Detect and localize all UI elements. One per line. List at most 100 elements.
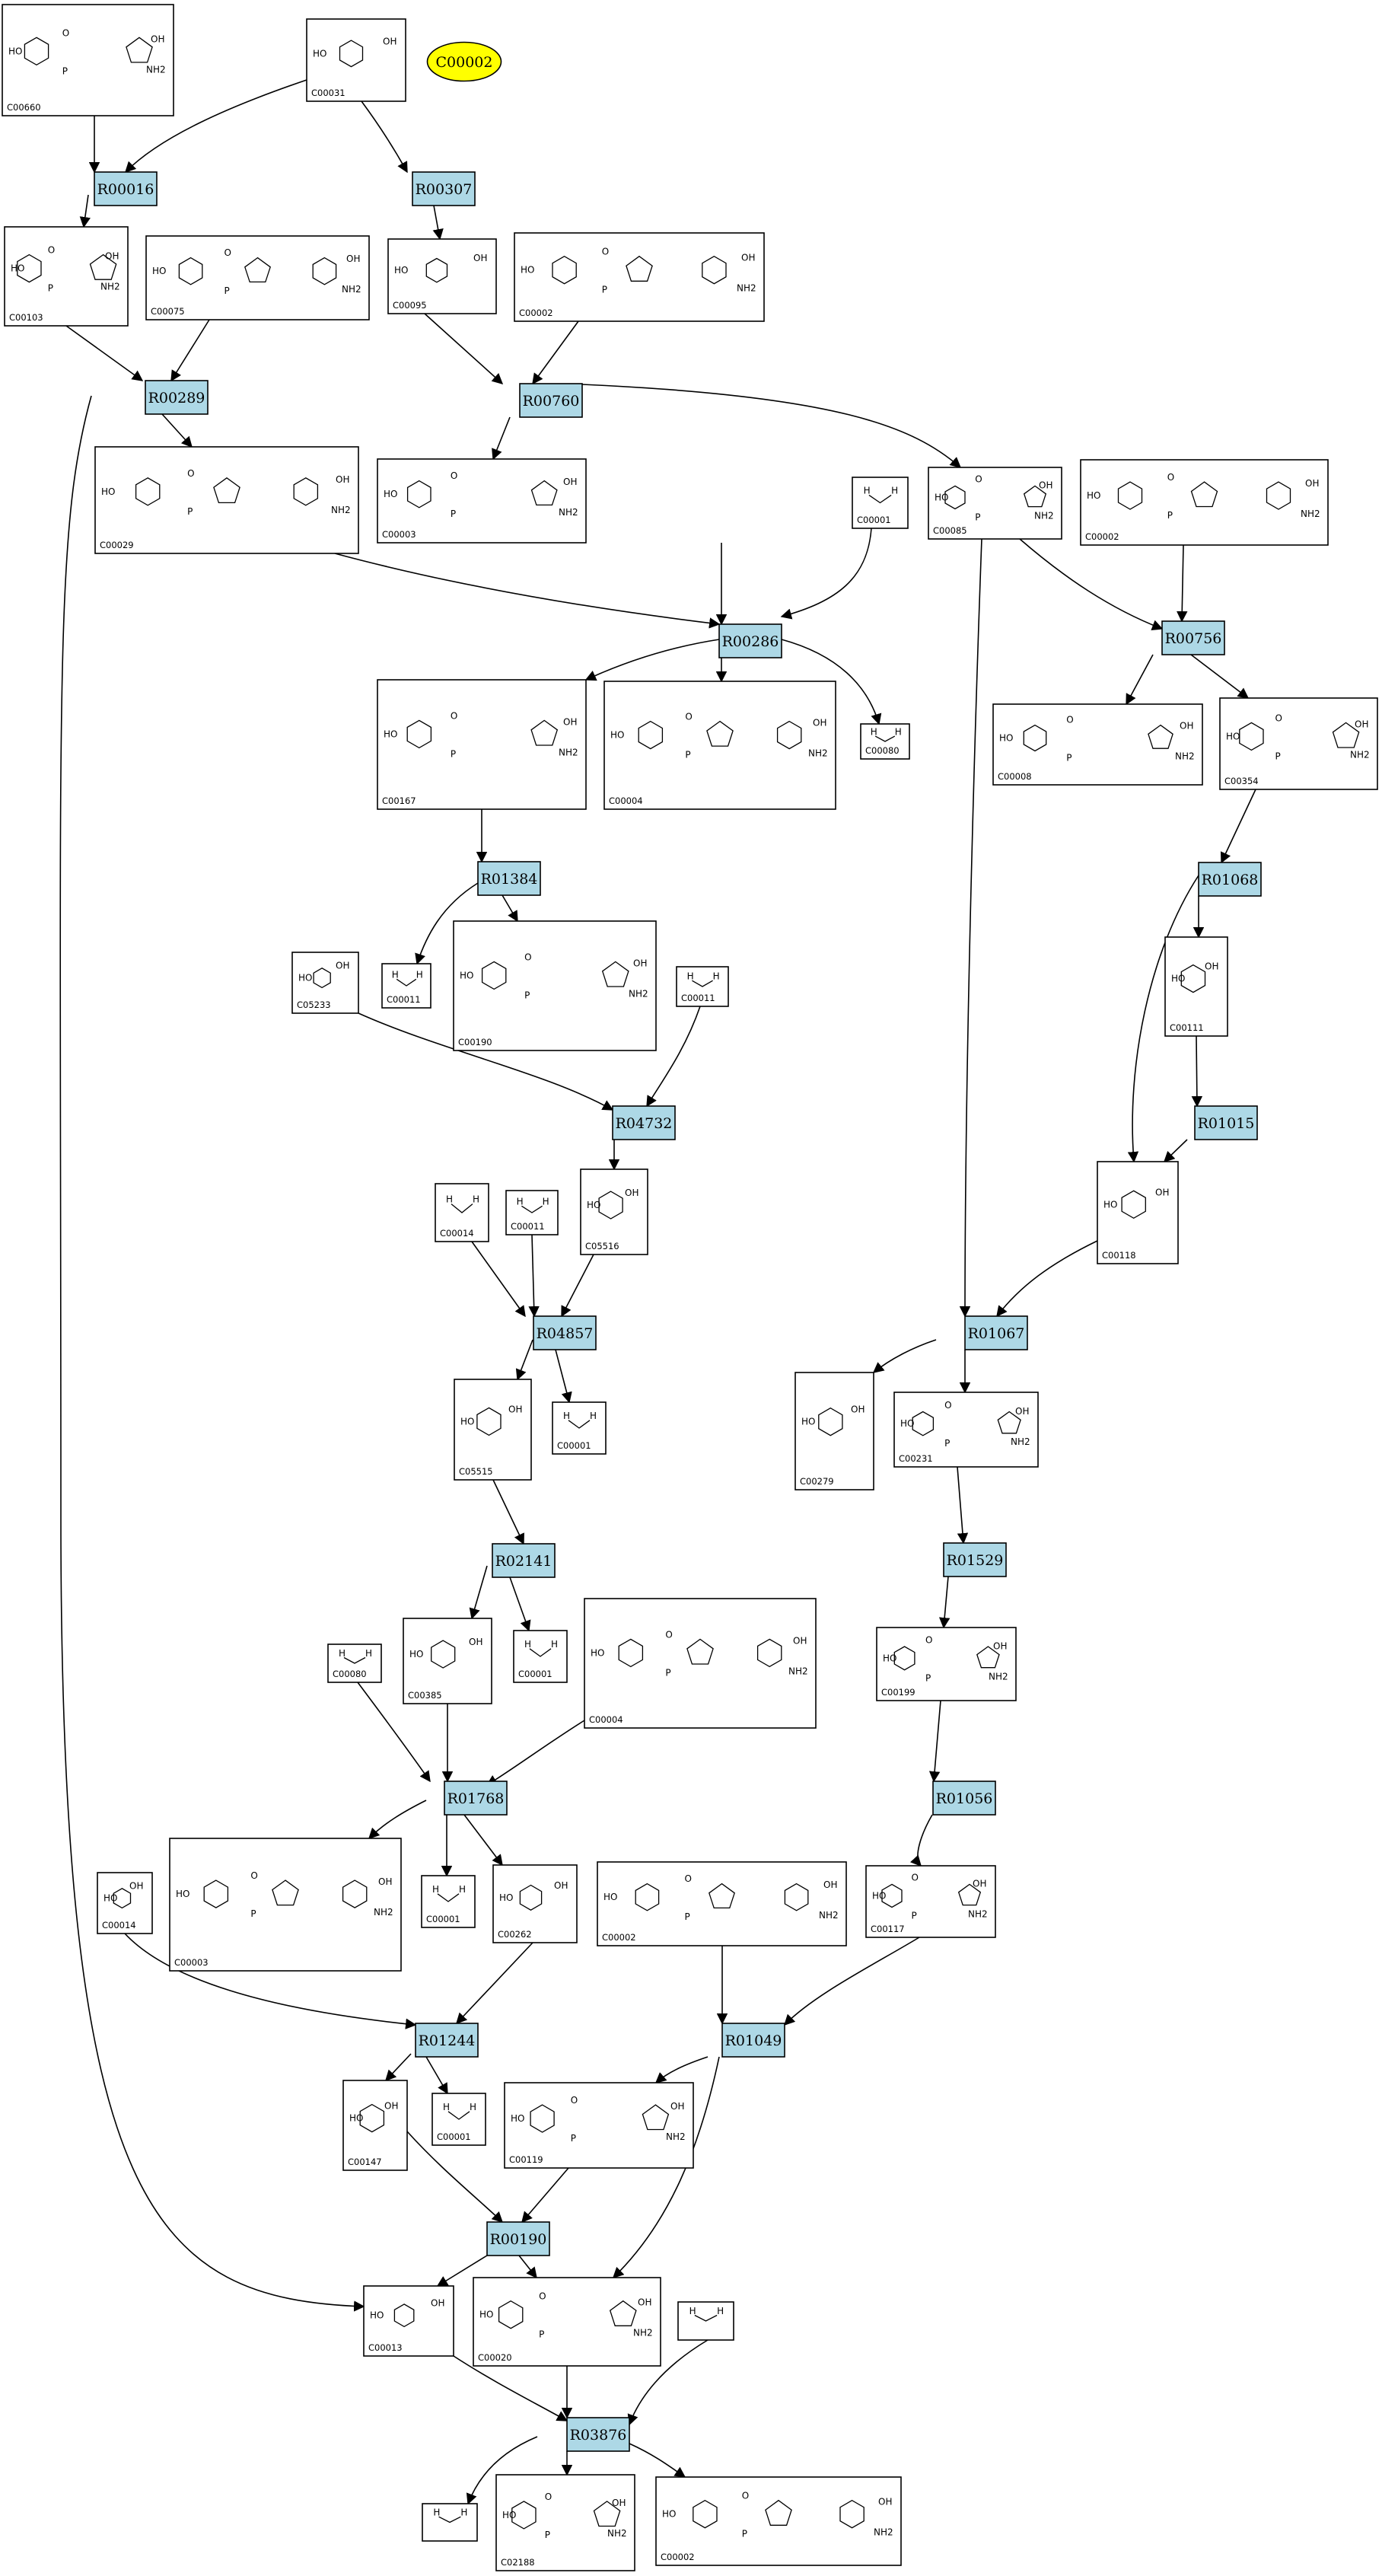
reaction-box[interactable] [533, 1315, 597, 1350]
reaction-node[interactable]: R01529 [943, 1542, 1007, 1577]
compound-box[interactable] [1080, 459, 1329, 546]
compound-box[interactable] [1097, 1161, 1179, 1264]
reaction-box[interactable] [145, 380, 209, 415]
compound-box[interactable] [94, 446, 359, 554]
compound-box[interactable] [291, 952, 359, 1014]
reaction-node[interactable]: R01244 [415, 2023, 479, 2058]
compound-box[interactable] [4, 226, 129, 327]
compound-box[interactable] [505, 1190, 559, 1235]
compound-box[interactable] [97, 1872, 153, 1934]
reaction-node[interactable]: R01056 [932, 1781, 996, 1816]
reaction-node[interactable]: R04857 [533, 1315, 597, 1350]
compound-box[interactable] [655, 2476, 902, 2566]
compound-box[interactable] [504, 2082, 694, 2169]
reaction-box[interactable] [477, 861, 541, 896]
reaction-box[interactable] [1198, 862, 1262, 897]
compound-box[interactable] [584, 1598, 817, 1729]
compound-box[interactable] [1219, 697, 1378, 790]
compound-box[interactable] [454, 1379, 532, 1481]
compound-box[interactable] [377, 679, 587, 810]
reaction-node[interactable]: R04732 [612, 1105, 676, 1140]
reaction-node[interactable]: R00016 [94, 171, 158, 206]
reaction-box[interactable] [566, 2417, 630, 2452]
reaction-node[interactable]: R01049 [721, 2023, 785, 2058]
reaction-node[interactable]: R01384 [477, 861, 541, 896]
compound-box[interactable] [421, 1875, 476, 1928]
compound-box[interactable] [992, 703, 1203, 786]
reaction-node[interactable]: R03876 [566, 2417, 630, 2452]
compound-box[interactable] [306, 18, 406, 102]
compound-box[interactable] [2, 4, 174, 116]
compound-box[interactable] [876, 1627, 1017, 1701]
reaction-node[interactable]: R01067 [964, 1315, 1028, 1350]
compound-box[interactable] [403, 1618, 492, 1704]
compound-box[interactable] [794, 1372, 874, 1490]
reaction-node[interactable]: R00190 [486, 2221, 550, 2256]
reaction-box[interactable] [964, 1315, 1028, 1350]
reaction-node[interactable]: R00756 [1161, 620, 1225, 655]
reaction-box[interactable] [94, 171, 158, 206]
reaction-node[interactable]: R02141 [492, 1543, 556, 1578]
compound-box[interactable] [387, 238, 497, 314]
reaction-box[interactable] [721, 2023, 785, 2058]
reaction-node[interactable]: R01068 [1198, 862, 1262, 897]
reaction-node[interactable]: R00286 [718, 623, 782, 658]
compound-box[interactable] [377, 458, 587, 544]
compound-box[interactable] [495, 2474, 635, 2571]
compound-box[interactable] [473, 2277, 661, 2367]
reaction-node[interactable]: R01768 [444, 1781, 508, 1816]
reaction-node[interactable]: R00289 [145, 380, 209, 415]
compound-box[interactable] [492, 1864, 578, 1943]
reaction-node[interactable]: R00307 [412, 171, 476, 206]
compound-box[interactable] [865, 1865, 996, 1938]
reaction-box[interactable] [718, 623, 782, 658]
reaction-node[interactable]: R00760 [519, 383, 583, 418]
compound-box[interactable] [453, 920, 657, 1051]
reaction-box[interactable] [492, 1543, 556, 1578]
reaction-box[interactable] [519, 383, 583, 418]
compound-box[interactable] [514, 232, 765, 322]
reaction-box[interactable] [1194, 1105, 1258, 1140]
reaction-box[interactable] [444, 1781, 508, 1816]
reaction-box[interactable] [943, 1542, 1007, 1577]
